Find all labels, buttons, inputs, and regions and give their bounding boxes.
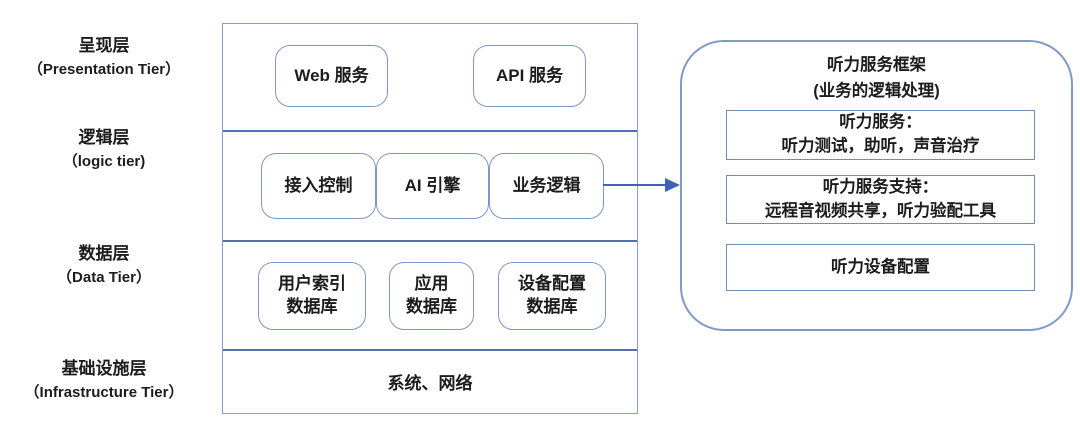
panel-title-line1: 听力服务框架 xyxy=(827,56,926,74)
user-index-db-line2: 数据库 xyxy=(286,297,338,316)
system-network-label: 系统、网络 xyxy=(387,374,473,393)
logic-tier-section: 接入控制 AI 引擎 业务逻辑 xyxy=(223,132,637,242)
application-db-box: 应用 数据库 xyxy=(389,262,474,330)
tier-label-zh: 基础设施层 xyxy=(61,359,147,378)
tier-label-zh: 数据层 xyxy=(78,244,130,263)
hearing-service-support-box: 听力服务支持： 远程音视频共享，听力验配工具 xyxy=(726,175,1035,224)
tier-label-presentation: 呈现层 （Presentation Tier） xyxy=(0,34,208,80)
business-logic-box: 业务逻辑 xyxy=(489,153,604,219)
hearing-service-line2: 听力测试，助听，声音治疗 xyxy=(781,137,980,155)
connector-arrow-line xyxy=(603,184,667,187)
access-control-label: 接入控制 xyxy=(284,175,353,195)
data-tier-section: 用户索引 数据库 应用 数据库 设备配置 数据库 xyxy=(223,242,637,351)
hearing-service-box: 听力服务： 听力测试，助听，声音治疗 xyxy=(726,110,1035,160)
hearing-service-support-line1: 听力服务支持： xyxy=(822,177,939,196)
ai-engine-box: AI 引擎 xyxy=(376,153,489,219)
ai-engine-label: AI 引擎 xyxy=(404,175,461,195)
tier-label-zh: 呈现层 xyxy=(78,36,130,55)
connector-arrow-head-icon xyxy=(665,178,680,192)
tier-label-data: 数据层 （Data Tier） xyxy=(0,242,208,288)
business-logic-label: 业务逻辑 xyxy=(512,175,581,195)
device-config-db-box: 设备配置 数据库 xyxy=(498,262,606,330)
tier-label-en: （Data Tier） xyxy=(57,268,151,286)
application-db-line2: 数据库 xyxy=(406,297,457,316)
user-index-db-box: 用户索引 数据库 xyxy=(258,262,366,330)
api-service-label: API 服务 xyxy=(495,65,564,85)
access-control-box: 接入控制 xyxy=(261,153,376,219)
presentation-tier-section: Web 服务 API 服务 xyxy=(223,24,637,132)
hearing-device-config-label: 听力设备配置 xyxy=(831,257,930,276)
tier-stack: Web 服务 API 服务 接入控制 AI 引擎 业务逻辑 用户索引 数据库 xyxy=(222,23,638,414)
tier-label-en: （Presentation Tier） xyxy=(27,60,181,78)
web-service-label: Web 服务 xyxy=(294,65,369,85)
tier-label-en: （Infrastructure Tier） xyxy=(24,383,184,401)
infrastructure-tier-section: 系统、网络 xyxy=(223,351,637,412)
panel-title-line2: (业务的逻辑处理) xyxy=(813,81,940,100)
tier-label-zh: 逻辑层 xyxy=(78,128,130,147)
api-service-box: API 服务 xyxy=(473,45,586,107)
web-service-box: Web 服务 xyxy=(275,45,388,107)
panel-title: 听力服务框架 (业务的逻辑处理) xyxy=(682,53,1071,104)
hearing-service-framework-panel: 听力服务框架 (业务的逻辑处理) 听力服务： 听力测试，助听，声音治疗 听力服务… xyxy=(680,40,1073,331)
tier-label-en: （logic tier) xyxy=(62,152,146,170)
device-config-db-line1: 设备配置 xyxy=(518,274,586,294)
user-index-db-line1: 用户索引 xyxy=(278,274,346,294)
hearing-service-line1: 听力服务： xyxy=(839,113,922,132)
tier-label-infrastructure: 基础设施层 （Infrastructure Tier） xyxy=(0,357,208,403)
hearing-service-support-line2: 远程音视频共享，听力验配工具 xyxy=(765,201,996,220)
tier-label-logic: 逻辑层 （logic tier) xyxy=(0,126,208,172)
device-config-db-line2: 数据库 xyxy=(526,297,578,316)
application-db-line1: 应用 xyxy=(414,274,449,294)
hearing-device-config-box: 听力设备配置 xyxy=(726,244,1035,291)
